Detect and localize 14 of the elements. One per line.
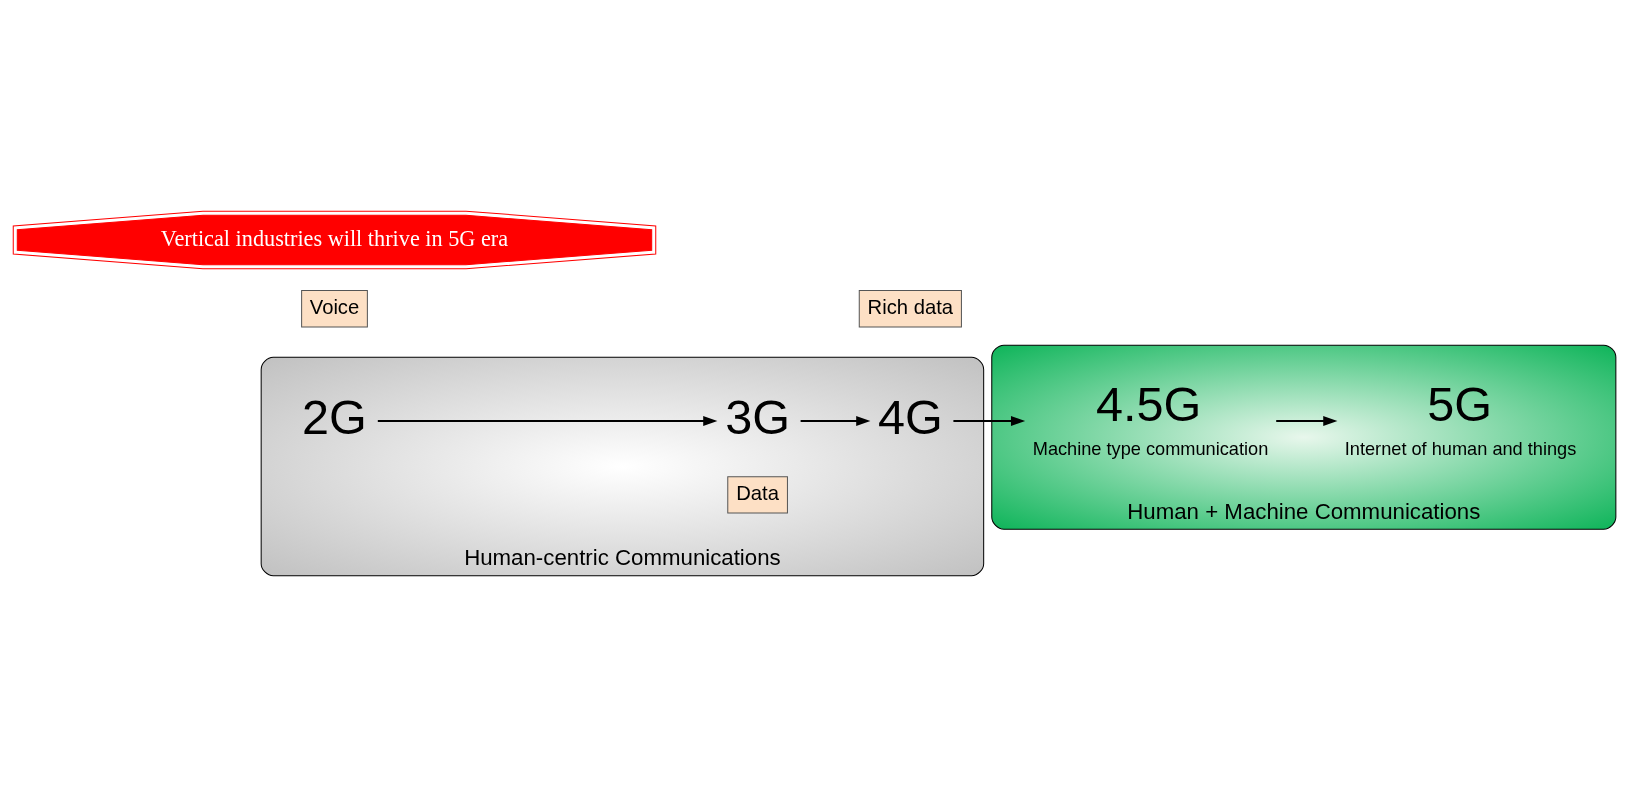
- arrow: [1275, 415, 1337, 426]
- arrow: [800, 415, 870, 426]
- node-text: 3G: [724, 389, 790, 444]
- arrow: [377, 415, 717, 426]
- node-text: 2G: [301, 389, 367, 444]
- node-label: Internet of human and things: [1344, 438, 1576, 459]
- node-text: 4.5G: [1095, 376, 1201, 431]
- node-text: 5G: [1426, 376, 1492, 431]
- arrow: [952, 415, 1025, 426]
- node-text: 4G: [877, 389, 943, 444]
- node-box: Rich data: [858, 289, 962, 327]
- node-box: Data: [726, 475, 788, 514]
- node-label: Machine type communication: [1032, 438, 1268, 459]
- node-box: Voice: [300, 289, 368, 327]
